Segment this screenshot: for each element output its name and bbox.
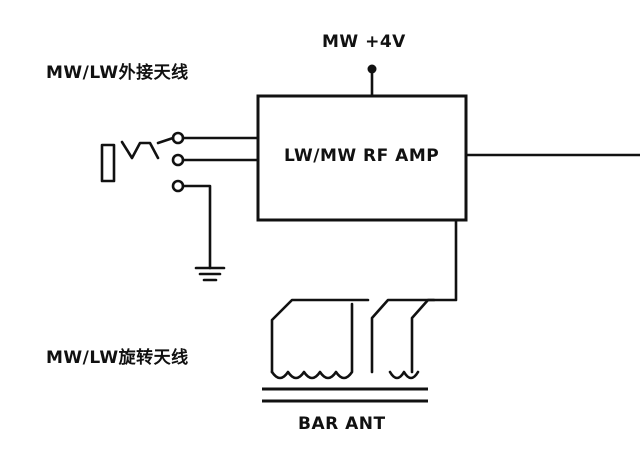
external-antenna-label: MW/LW外接天线 [46, 63, 189, 83]
amplifier-label: LW/MW RF AMP [284, 146, 440, 166]
jack-switch-contact [120, 140, 160, 160]
antenna-jack [100, 143, 116, 183]
rotating-antenna-label: MW/LW旋转天线 [46, 348, 189, 368]
bar-antenna-feed-2 [370, 298, 436, 374]
ground-symbol [194, 266, 226, 282]
supply-voltage-label: MW +4V [322, 32, 406, 52]
jack-terminal-1 [171, 131, 185, 145]
amplifier-block [256, 94, 468, 222]
ground-wire [181, 184, 212, 270]
bar-antenna-feed-3 [270, 298, 370, 374]
bar-antenna-label: BAR ANT [298, 414, 386, 434]
jack-link-wire [156, 136, 175, 145]
bar-antenna-coil [270, 302, 420, 380]
supply-terminal [367, 64, 377, 74]
jack-terminal-2 [171, 153, 185, 167]
jack-terminal-3 [171, 179, 185, 193]
bar-antenna-feed [410, 218, 458, 374]
